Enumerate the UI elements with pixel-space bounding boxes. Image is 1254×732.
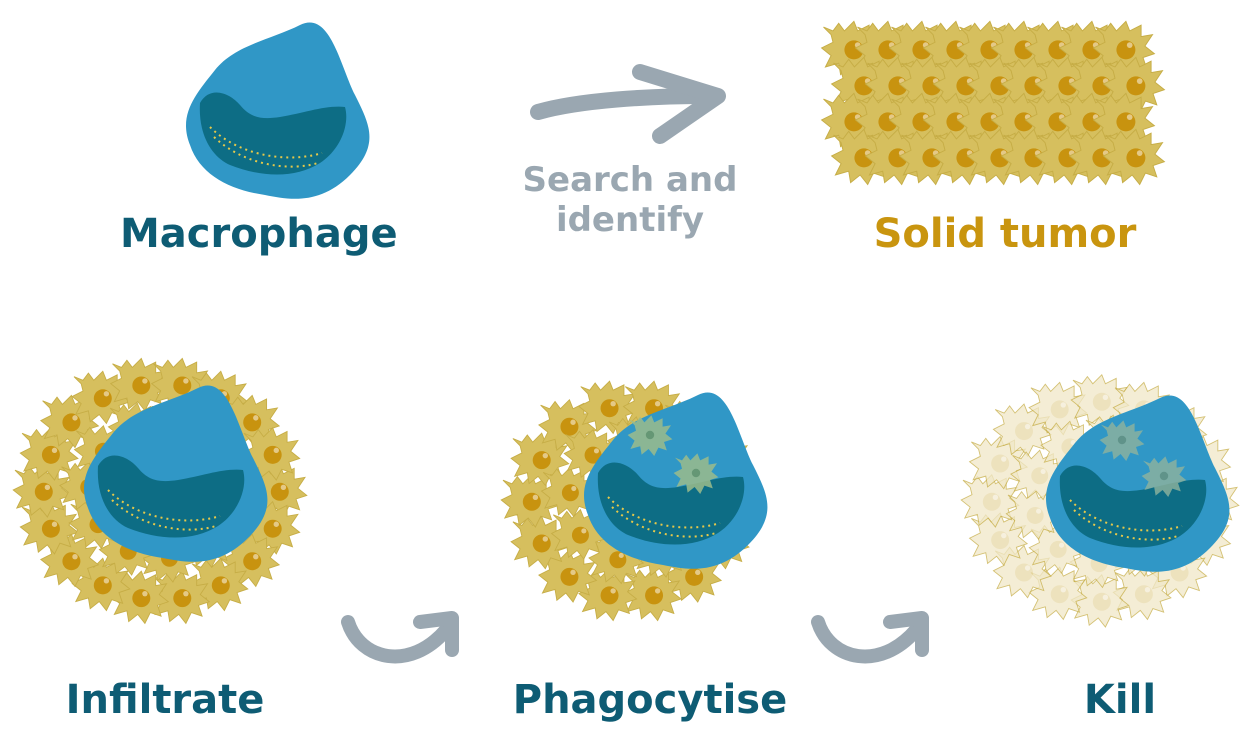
search-label-line1: Search and	[522, 160, 738, 200]
tumor-cell	[71, 370, 131, 424]
tumor-cell	[969, 512, 1028, 566]
curved-arrow-icon	[811, 611, 929, 664]
tumor-cell	[1028, 523, 1085, 574]
tumor-cell	[969, 436, 1028, 490]
tumor-cell	[1112, 566, 1172, 620]
tumor-cell	[960, 474, 1020, 528]
tumor-cell	[110, 357, 169, 412]
phagocytise-label: Phagocytise	[512, 677, 788, 723]
tumor-cell	[189, 557, 249, 611]
tumor-cell	[12, 464, 72, 518]
tumor-cell	[1028, 381, 1088, 436]
tumor-cell	[110, 570, 169, 624]
tumor-cell	[563, 429, 620, 480]
tumor-cell	[855, 20, 917, 77]
tumor-cell	[541, 466, 597, 518]
search-and-identify-label: Search and identify	[510, 160, 750, 240]
tumor-cell	[991, 92, 1053, 149]
solid-tumor-label: Solid tumor	[873, 211, 1137, 257]
dead-tumor-icon	[1046, 395, 1230, 572]
tumor-cluster-icon	[821, 20, 1165, 185]
tumor-cell	[923, 92, 985, 149]
search-label-line2: identify	[555, 200, 705, 241]
tumor-cell	[19, 427, 79, 481]
tumor-cell	[992, 545, 1052, 599]
tumor-cell	[1093, 20, 1155, 77]
curved-arrow-icon	[341, 611, 459, 664]
tumor-cell	[1070, 374, 1130, 428]
macrophage-label: Macrophage	[120, 211, 398, 257]
tumor-cell	[500, 474, 560, 528]
tumor-cell	[992, 403, 1052, 457]
infiltrate-label: Infiltrate	[65, 677, 265, 723]
tumor-cell	[1093, 92, 1155, 149]
macrophage-engulfing-icon	[584, 392, 768, 569]
tumor-cell	[1005, 489, 1062, 540]
tumor-cell	[578, 380, 637, 434]
tumor-cell	[241, 427, 301, 481]
macrophage-icon	[186, 22, 370, 199]
tumor-cell	[221, 394, 280, 449]
tumor-cell	[510, 516, 570, 570]
arrow-icon	[530, 64, 726, 144]
tumor-cell	[551, 509, 607, 560]
tumor-cell	[1028, 566, 1088, 620]
tumor-cell	[1070, 574, 1130, 628]
kill-label: Kill	[1083, 677, 1157, 723]
tumor-cell	[578, 567, 637, 622]
tumor-cell	[1010, 449, 1066, 501]
tumor-cell	[623, 567, 682, 622]
tumor-cell	[151, 570, 210, 624]
tumor-cell	[151, 357, 210, 412]
tumor-cell	[663, 549, 722, 603]
tumor-cell	[1103, 128, 1165, 185]
tumor-cell	[19, 501, 79, 555]
tumor-cell	[241, 501, 301, 555]
tumor-cell	[538, 399, 597, 453]
tumor-cell	[538, 549, 597, 603]
tumor-cell	[1103, 56, 1165, 113]
tumor-cell	[221, 533, 280, 587]
tumor-cell	[40, 394, 99, 449]
tumor-cell	[510, 432, 570, 486]
tumor-cell	[40, 533, 99, 587]
tumor-cell	[71, 557, 131, 611]
macrophage-nucleus-dots	[209, 126, 323, 159]
macrophage-in-tumor-icon	[84, 385, 268, 562]
tumor-cell	[588, 533, 644, 584]
tumor-cell	[248, 464, 308, 518]
